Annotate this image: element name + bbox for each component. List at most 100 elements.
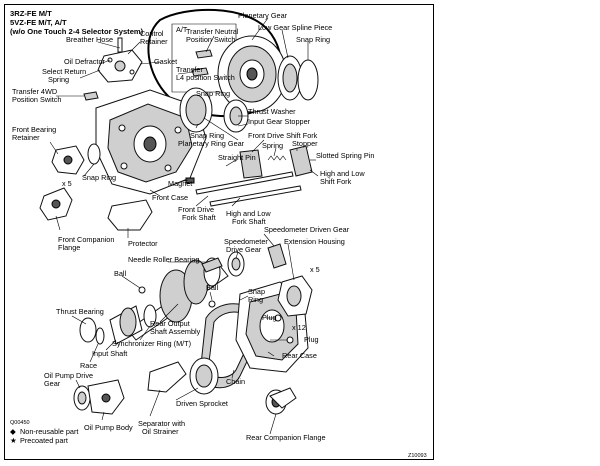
planetary-ring-gear-shape xyxy=(179,87,213,133)
thrust-bearing-shape xyxy=(79,317,97,343)
label-oil-pump-body: Oil Pump Body xyxy=(84,423,133,432)
diagram-frame xyxy=(4,4,434,460)
oil-pump-body-shape xyxy=(87,379,125,415)
label-x5-right: x 5 xyxy=(310,265,320,274)
label-spring: Spring xyxy=(262,141,283,150)
label-x12: x 12 xyxy=(292,323,306,332)
label-front-companion-2: Flange xyxy=(58,243,80,252)
label-high-low-fork-1: High and Low xyxy=(320,169,365,178)
separator-shape xyxy=(147,361,187,393)
label-snap-ring-top: Snap Ring xyxy=(296,35,330,44)
label-separator-2: Oil Strainer xyxy=(142,427,179,436)
front-companion-flange-shape xyxy=(39,187,73,221)
label-high-low-fork-shaft-2: Fork Shaft xyxy=(232,217,266,226)
label-oil-pump-drive-2: Gear xyxy=(44,379,61,388)
label-front-bearing-1: Front Bearing xyxy=(12,125,56,134)
label-snap-ring-right-1: Snap xyxy=(248,287,265,296)
label-driven-sprocket: Driven Sprocket xyxy=(176,399,228,408)
label-synchronizer-ring: Synchronizer Ring (M/T) xyxy=(112,339,191,348)
label-transfer-l4-2: L4 position Switch xyxy=(176,73,235,82)
label-transfer-4wd-1: Transfer 4WD xyxy=(12,87,57,96)
driven-sprocket-shape xyxy=(189,357,219,395)
legend-non-reusable-symbol: ◆ xyxy=(10,427,16,436)
label-control-retainer-2: Retainer xyxy=(140,37,168,46)
label-rear-output-2: Shaft Assembly xyxy=(150,327,201,336)
label-protector: Protector xyxy=(128,239,158,248)
header-line-1: 3RZ-FE M/T xyxy=(10,9,52,18)
protector-shape xyxy=(107,199,153,231)
label-plug-2: Plug xyxy=(304,335,319,344)
switch-shapes xyxy=(83,49,213,101)
figure-id: Z10093 xyxy=(408,453,427,459)
label-stopper: Stopper xyxy=(292,139,318,148)
legend-precoated: Precoated part xyxy=(20,436,68,445)
header-line-3: (w/o One Touch 2-4 Selector System) xyxy=(10,27,144,36)
label-front-drive-fork-shaft-1: Front Drive xyxy=(178,205,214,214)
label-at: A/T xyxy=(176,25,188,34)
speedometer-drive-gear-shape xyxy=(227,251,245,277)
label-rear-companion-flange: Rear Companion Flange xyxy=(246,433,326,442)
race-shape xyxy=(95,327,105,345)
control-retainer-shape xyxy=(97,49,143,83)
label-gasket: Gasket xyxy=(154,57,177,66)
label-input-gear-stopper: Input Gear Stopper xyxy=(248,117,311,126)
label-transfer-l4-1: Transfer xyxy=(176,65,203,74)
legend-code: Q00450 xyxy=(10,420,30,426)
label-select-return-1: Select Return xyxy=(42,67,86,76)
label-ball-top: Ball xyxy=(114,269,127,278)
label-x5-left: x 5 xyxy=(62,179,72,188)
label-thrust-bearing: Thrust Bearing xyxy=(56,307,104,316)
header-line-2: 5VZ-FE M/T, A/T xyxy=(10,18,67,27)
ball-top-shape xyxy=(138,286,146,294)
label-chain: Chain xyxy=(226,377,245,386)
oil-pump-drive-gear-shape xyxy=(73,385,91,411)
label-select-return-2: Spring xyxy=(48,75,69,84)
legend-non-reusable: Non-reusable part xyxy=(20,427,78,436)
label-ball-mid: Ball xyxy=(206,283,219,292)
label-breather-hose: Breather Hose xyxy=(66,35,113,44)
label-straight-pin: Straight Pin xyxy=(218,153,256,162)
label-magnet: Magnet xyxy=(168,179,192,188)
label-snap-ring-left: Snap Ring xyxy=(82,173,116,182)
synchronizer-ring-shape xyxy=(143,304,157,328)
label-transfer-neutral-2: Position Switch xyxy=(186,35,235,44)
label-snap-ring-planet: Snap Ring xyxy=(190,131,224,140)
label-planetary-ring-gear: Planetary Ring Gear xyxy=(178,139,245,148)
ball-mid-shape xyxy=(208,300,216,308)
label-front-drive-shift-fork: Front Drive Shift Fork xyxy=(248,131,318,140)
label-front-companion-1: Front Companion xyxy=(58,235,114,244)
fork-shaft-shapes xyxy=(195,145,313,207)
label-extension-housing: Extension Housing xyxy=(284,237,345,246)
label-front-case: Front Case xyxy=(152,193,188,202)
label-plug-1: Plug xyxy=(262,313,277,322)
snap-ring-top-shape xyxy=(297,59,319,101)
label-high-low-fork-2: Shift Fork xyxy=(320,177,352,186)
leader-lines xyxy=(49,17,319,435)
label-thrust-washer: Thrust Washer xyxy=(248,107,296,116)
planetary-gear-shape xyxy=(217,35,287,113)
spring-shape xyxy=(267,155,287,161)
snap-ring-left-shape xyxy=(87,143,101,165)
label-front-bearing-2: Retainer xyxy=(12,133,40,142)
legend-precoated-symbol: ★ xyxy=(10,436,17,445)
label-slotted-spring-pin: Slotted Spring Pin xyxy=(316,151,374,160)
label-snap-ring-mid: Snap Ring xyxy=(196,89,230,98)
label-transfer-4wd-2: Position Switch xyxy=(12,95,61,104)
label-low-gear-spline: Low Gear Spline Piece xyxy=(258,23,332,32)
needle-roller-bearing-shape xyxy=(201,257,223,273)
label-speedometer-drive-2: Drive Gear xyxy=(226,245,262,254)
label-needle-roller-bearing: Needle Roller Bearing xyxy=(128,255,199,264)
breather-hose-shape xyxy=(117,37,123,53)
label-oil-pump-drive-1: Oil Pump Drive xyxy=(44,371,93,380)
label-planetary-gear: Planetary Gear xyxy=(238,11,288,20)
label-speedometer-drive-1: Speedometer xyxy=(224,237,268,246)
label-snap-ring-right-2: Ring xyxy=(248,295,263,304)
speedometer-driven-gear-shape xyxy=(267,243,287,269)
label-separator-1: Separator with xyxy=(138,419,185,428)
label-speedometer-driven-gear: Speedometer Driven Gear xyxy=(264,225,350,234)
rear-companion-flange-shape xyxy=(265,387,297,415)
label-rear-output-1: Rear Output xyxy=(150,319,190,328)
label-high-low-fork-shaft-1: High and Low xyxy=(226,209,271,218)
